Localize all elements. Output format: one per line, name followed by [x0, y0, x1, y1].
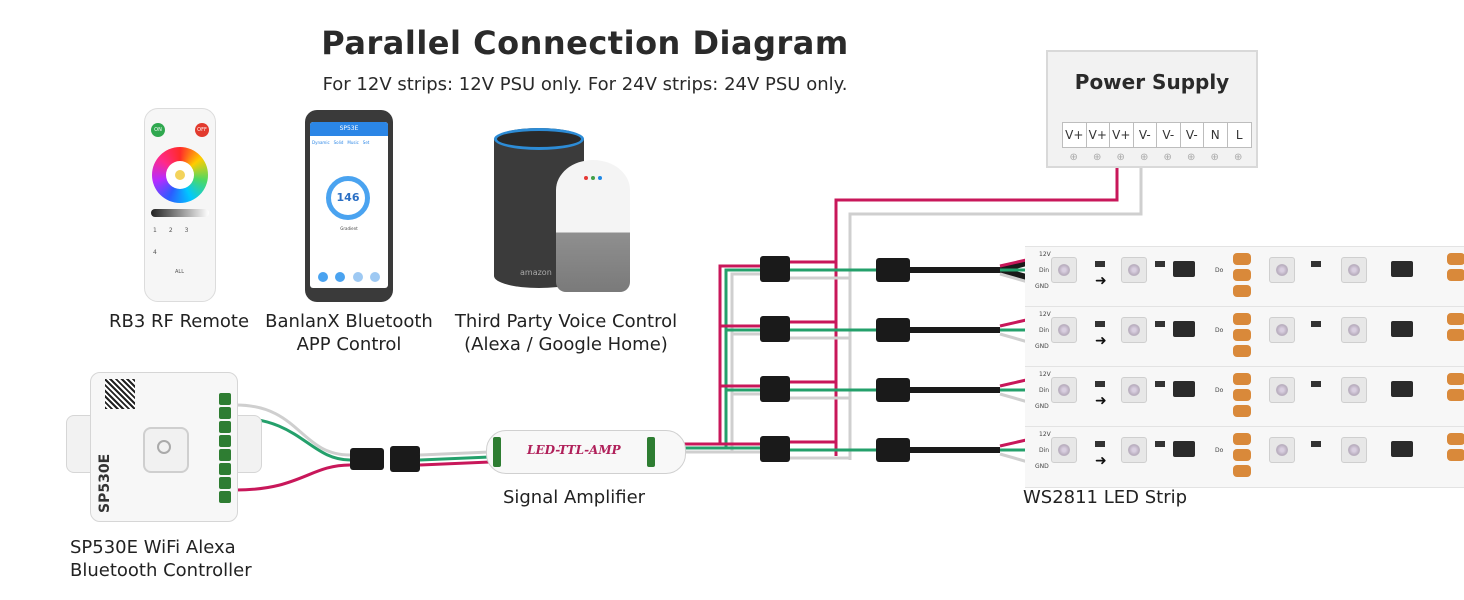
power-supply-screws: ⊕⊕⊕⊕⊕⊕⊕⊕ — [1069, 152, 1243, 163]
amp-output-terminal — [647, 437, 655, 467]
google-home-lights — [584, 176, 602, 180]
app-header: SP53E — [310, 122, 388, 136]
echo-light-ring — [494, 128, 584, 150]
app-caption-line1: BanlanX Bluetooth — [265, 311, 433, 332]
app-tab-solid: Solid — [333, 140, 344, 145]
row-1-wiring — [760, 256, 1036, 286]
terminal-n: N — [1204, 123, 1228, 147]
amp-body-text: LED-TTL-AMP — [527, 443, 621, 457]
diagram-title: Parallel Connection Diagram — [321, 24, 849, 62]
power-supply: Power Supply V+ V+ V+ V- V- V- N L ⊕⊕⊕⊕⊕… — [1046, 50, 1258, 168]
terminal-v-minus-1: V- — [1134, 123, 1157, 147]
power-supply-label: Power Supply — [1074, 70, 1230, 94]
voice-caption-line1: Third Party Voice Control — [454, 311, 678, 332]
terminal-v-plus-1: V+ — [1063, 123, 1087, 147]
controller-connector-female — [390, 446, 420, 472]
phone-app: SP53E Dynamic Solid Music Set 146 Gradie… — [305, 110, 393, 302]
controller-caption: SP530E WiFi Alexa Bluetooth Controller — [70, 536, 280, 582]
diagram-subtitle: For 12V strips: 12V PSU only. For 24V st… — [322, 74, 848, 95]
controller-red-wire — [235, 463, 351, 492]
rf-remote: ON OFF 1 2 3 4 ALL — [144, 108, 216, 302]
remote-brightness-bar — [151, 209, 209, 217]
led-strip-1: 12V Din GND Do ➜ — [1025, 246, 1464, 308]
controller-connector-male — [350, 448, 384, 470]
remote-caption: RB3 RF Remote — [108, 311, 250, 332]
app-caption: BanlanX Bluetooth APP Control — [262, 310, 436, 356]
controller-white-wire — [235, 403, 351, 457]
echo-brand: amazon — [520, 268, 552, 277]
remote-color-wheel — [152, 147, 208, 203]
terminal-l: L — [1235, 128, 1243, 142]
terminal-v-minus-3: V- — [1181, 123, 1204, 147]
power-supply-terminals: V+ V+ V+ V- V- V- N L — [1062, 122, 1252, 148]
remote-on-button: ON — [151, 123, 165, 137]
app-caption-line2: APP Control — [296, 334, 402, 355]
terminal-v-minus-2: V- — [1157, 123, 1181, 147]
controller-caption-line1: SP530E WiFi Alexa — [70, 537, 236, 558]
remote-off-button: OFF — [195, 123, 209, 137]
led-strip-2: 12V Din GND Do ➜ — [1025, 306, 1464, 368]
controller-model: SP530E — [97, 453, 113, 513]
terminal-v-plus-3: V+ — [1110, 123, 1134, 147]
app-dial: 146 — [326, 176, 370, 220]
row-2-wiring — [760, 316, 1036, 346]
controller-power-button — [143, 427, 189, 473]
row-3-wiring — [760, 376, 1036, 406]
app-dial-value: 146 — [336, 191, 360, 204]
remote-key-1: 1 — [153, 227, 157, 234]
app-tab-set: Set — [362, 140, 370, 145]
remote-keypad: 1 2 3 — [153, 227, 188, 234]
led-strip-4: 12V Din GND Do ➜ — [1025, 426, 1464, 488]
voice-caption: Third Party Voice Control (Alexa / Googl… — [448, 310, 684, 356]
app-bottom-buttons — [318, 272, 380, 282]
app-tabs: Dynamic Solid Music Set — [312, 140, 388, 145]
signal-amplifier: LED-TTL-AMP — [486, 430, 686, 474]
amplifier-caption: Signal Amplifier — [502, 487, 646, 508]
controller-qr-code — [105, 379, 135, 409]
phone-screen: SP53E Dynamic Solid Music Set 146 Gradie… — [310, 122, 388, 288]
strip-caption: WS2811 LED Strip — [1022, 487, 1188, 508]
app-tab-music: Music — [347, 140, 359, 145]
remote-all-button: ALL — [175, 269, 184, 275]
controller-caption-line2: Bluetooth Controller — [70, 560, 252, 581]
voice-caption-line2: (Alexa / Google Home) — [464, 334, 668, 355]
google-home — [556, 160, 630, 292]
remote-key-4: 4 — [153, 249, 157, 256]
remote-key-3: 3 — [184, 227, 189, 234]
controller-terminals — [219, 393, 231, 513]
sp530e-controller: SP530E — [90, 372, 238, 522]
terminal-v-plus-2: V+ — [1087, 123, 1110, 147]
led-strip-3: 12V Din GND Do ➜ — [1025, 366, 1464, 428]
amp-input-terminal — [493, 437, 501, 467]
app-tab-dynamic: Dynamic — [312, 140, 330, 145]
app-mode-name: Gradient — [340, 226, 358, 231]
remote-key-2: 2 — [168, 227, 173, 234]
row-4-wiring — [760, 436, 1036, 466]
